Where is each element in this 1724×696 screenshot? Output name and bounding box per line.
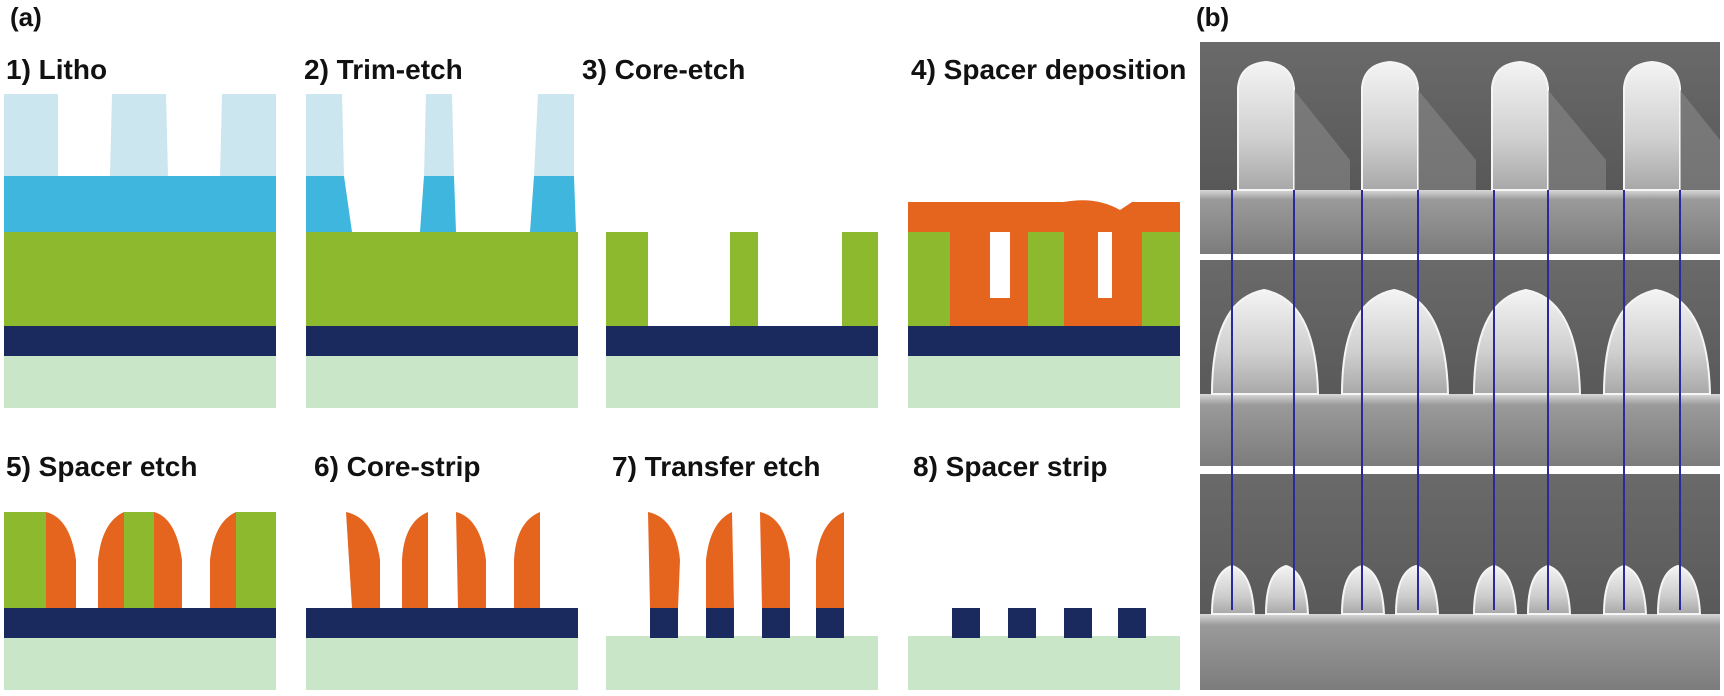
diagram-spacer-strip xyxy=(908,608,1180,690)
spacer xyxy=(154,512,182,608)
sem-image-stack xyxy=(1200,42,1720,690)
core-line xyxy=(4,512,46,608)
step-title-core-strip: 6) Core-strip xyxy=(314,451,480,482)
substrate-layer xyxy=(908,636,1180,690)
spacer xyxy=(706,512,734,608)
step-title-litho: 1) Litho xyxy=(6,54,107,85)
diagram-trim xyxy=(306,94,578,408)
hard-mask-layer xyxy=(306,608,578,638)
hard-mask-line xyxy=(1064,608,1092,638)
spacer xyxy=(514,512,540,608)
substrate-layer xyxy=(4,636,276,690)
hard-mask-line xyxy=(952,608,980,638)
resist-lines xyxy=(306,94,574,176)
panel-a-label: (a) xyxy=(10,2,42,32)
spacer xyxy=(346,512,380,608)
sem-image-spacer xyxy=(1200,260,1720,466)
spacer xyxy=(46,512,76,608)
diagram-core-strip xyxy=(306,512,578,690)
core-line xyxy=(124,512,154,608)
core-layer xyxy=(4,232,276,326)
spacer xyxy=(816,512,844,608)
hard-mask-layer xyxy=(4,326,276,356)
hard-mask-line xyxy=(816,608,844,638)
core-layer xyxy=(306,232,578,326)
hard-mask-line xyxy=(706,608,734,638)
substrate-layer xyxy=(4,354,276,408)
substrate-layer xyxy=(606,636,878,690)
step-title-trim: 2) Trim-etch xyxy=(304,54,463,85)
core-lines xyxy=(606,232,878,326)
sem-image-core xyxy=(1200,42,1720,254)
step-title-core: 3) Core-etch xyxy=(582,54,745,85)
barc-lines xyxy=(306,176,576,232)
spacer-cap xyxy=(908,200,1180,232)
panel-b-label: (b) xyxy=(1196,2,1229,32)
spacer xyxy=(210,512,236,608)
spacer xyxy=(760,512,790,608)
step-title-spacer-dep: 4) Spacer deposition xyxy=(911,54,1186,85)
hard-mask-layer xyxy=(4,608,276,638)
hard-mask-layer xyxy=(908,326,1180,356)
hard-mask-line xyxy=(650,608,678,638)
sem-image-transfer xyxy=(1200,474,1720,690)
hard-mask-line xyxy=(1008,608,1036,638)
barc-layer xyxy=(4,176,276,232)
spacer xyxy=(402,512,428,608)
sem-guide-lines xyxy=(1231,190,1681,610)
substrate-layer xyxy=(908,354,1180,408)
diagram-spacer-etch xyxy=(4,512,276,690)
spacer-sidewalls xyxy=(1010,232,1142,298)
resist-lines xyxy=(4,94,276,176)
spacer xyxy=(98,512,124,608)
hard-mask-layer xyxy=(306,326,578,356)
diagram-transfer xyxy=(606,512,878,690)
core-lines xyxy=(908,232,1180,326)
substrate-layer xyxy=(306,636,578,690)
diagram-litho xyxy=(4,94,276,408)
hard-mask-line xyxy=(1118,608,1146,638)
substrate-layer xyxy=(606,354,878,408)
substrate-layer xyxy=(306,354,578,408)
spacer xyxy=(648,512,680,608)
spacer-trenches xyxy=(950,232,1142,326)
core-line xyxy=(236,512,276,608)
step-title-transfer: 7) Transfer etch xyxy=(612,451,821,482)
step-title-spacer-strip: 8) Spacer strip xyxy=(913,451,1108,482)
hard-mask-layer xyxy=(606,326,878,356)
spacer xyxy=(456,512,486,608)
step-title-spacer-etch: 5) Spacer etch xyxy=(6,451,197,482)
spacer-gaps xyxy=(990,232,1112,298)
diagram-core xyxy=(606,232,878,408)
hard-mask-line xyxy=(762,608,790,638)
diagram-spacer-dep xyxy=(908,200,1180,408)
